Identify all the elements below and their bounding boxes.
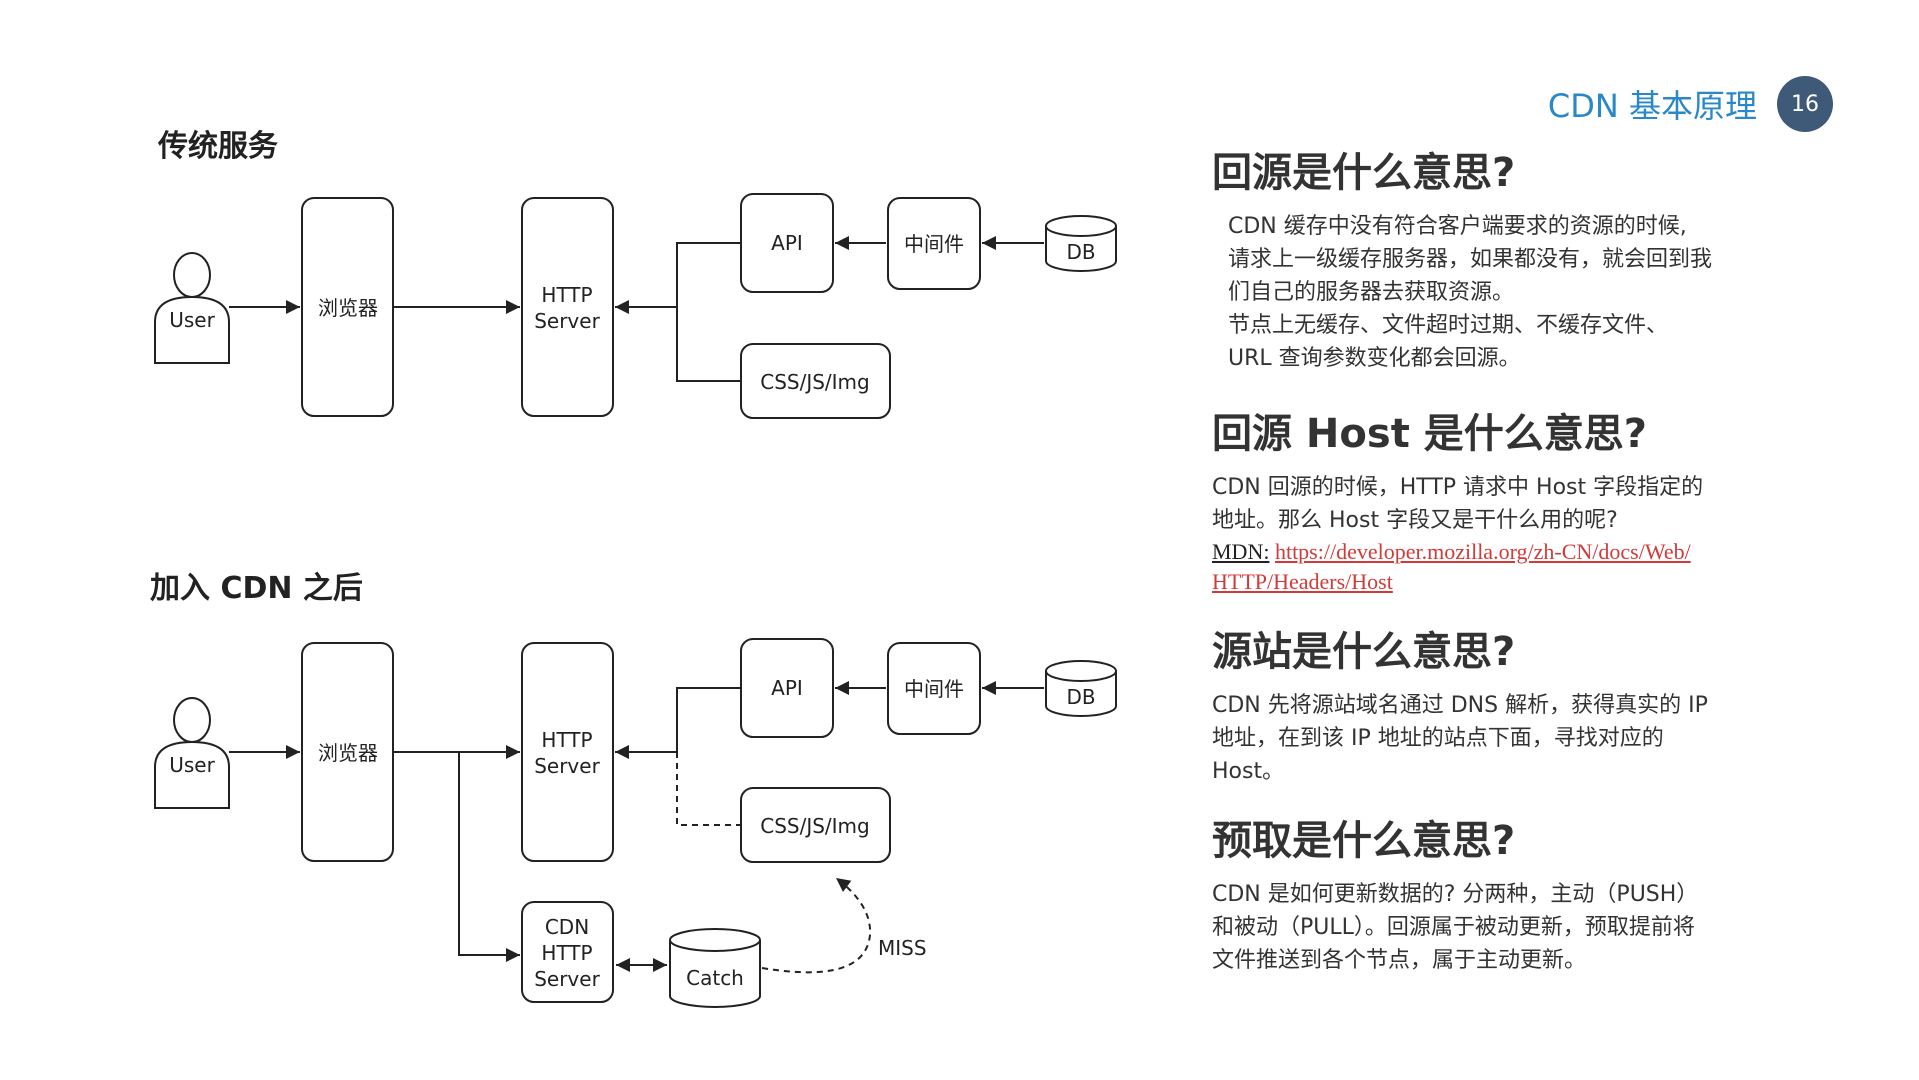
faq-title: 源站是什么意思? bbox=[1212, 629, 1516, 675]
miss-label: MISS bbox=[878, 936, 927, 960]
user-icon bbox=[154, 252, 230, 364]
faq-title: 回源 Host 是什么意思? bbox=[1212, 411, 1647, 457]
browser-label: 浏览器 bbox=[318, 741, 378, 765]
api-label: API bbox=[771, 231, 803, 255]
cdn-http-server-box bbox=[521, 901, 614, 1003]
http-server-box bbox=[521, 197, 614, 417]
db-label: DB bbox=[1066, 240, 1095, 264]
http-server-label-line1: HTTP bbox=[541, 283, 592, 307]
with-cdn-section: 加入 CDN 之后 User 浏览器 HTTP Server API 中间件 D… bbox=[150, 571, 1117, 1008]
page-number-badge: 16 bbox=[1777, 76, 1833, 132]
faq-line: CDN 是如何更新数据的? 分两种，主动（PUSH） bbox=[1212, 882, 1699, 907]
api-bracket bbox=[676, 687, 741, 752]
api-label: API bbox=[771, 676, 803, 700]
faq-line: URL 查询参数变化都会回源。 bbox=[1228, 346, 1521, 371]
faq-title: 预取是什么意思? bbox=[1212, 818, 1516, 864]
faq-body: CDN 先将源站域名通过 DNS 解析，获得真实的 IP 地址，在到该 IP 地… bbox=[1212, 689, 1812, 788]
static-assets-label: CSS/JS/Img bbox=[760, 814, 870, 838]
faq-line: 节点上无缓存、文件超时过期、不缓存文件、 bbox=[1228, 313, 1669, 338]
user-label: User bbox=[169, 308, 215, 332]
faq-section-2: 回源 Host 是什么意思? CDN 回源的时候，HTTP 请求中 Host 字… bbox=[1212, 411, 1812, 597]
browser-to-cdn-arrow bbox=[458, 752, 520, 962]
middleware-label: 中间件 bbox=[904, 677, 964, 701]
faq-line: 地址，在到该 IP 地址的站点下面，寻找对应的 bbox=[1212, 726, 1664, 751]
mdn-label: MDN: bbox=[1212, 539, 1270, 564]
section-title-with-cdn: 加入 CDN 之后 bbox=[150, 571, 363, 606]
faq-line: CDN 缓存中没有符合客户端要求的资源的时候, bbox=[1228, 214, 1687, 239]
faq-line: CDN 回源的时候，HTTP 请求中 Host 字段指定的 bbox=[1212, 475, 1704, 500]
db-cylinder bbox=[1045, 660, 1117, 717]
faq-body: CDN 缓存中没有符合客户端要求的资源的时候, 请求上一级缓存服务器，如果都没有… bbox=[1212, 210, 1812, 375]
middleware-label: 中间件 bbox=[904, 232, 964, 256]
mdn-link-line1[interactable]: https://developer.mozilla.org/zh-CN/docs… bbox=[1274, 539, 1691, 564]
middleware-box bbox=[887, 642, 981, 735]
faq-title: 回源是什么意思? bbox=[1212, 150, 1516, 196]
cache-label: Catch bbox=[686, 966, 744, 990]
http-server-label-line1: HTTP bbox=[541, 728, 592, 752]
mdn-link-line2[interactable]: HTTP/Headers/Host bbox=[1212, 569, 1393, 594]
faq-line: 地址。那么 Host 字段又是干什么用的呢? bbox=[1212, 508, 1618, 533]
browser-label: 浏览器 bbox=[318, 296, 378, 320]
faq-line: Host。 bbox=[1212, 759, 1285, 784]
faq-line: 们自己的服务器去获取资源。 bbox=[1228, 280, 1515, 305]
slide-header: CDN 基本原理 16 bbox=[1548, 75, 1833, 133]
user-icon bbox=[154, 697, 230, 809]
traditional-section: 传统服务 User 浏览器 HTTP Server API 中间件 DB CSS… bbox=[154, 129, 1117, 419]
cdn-server-label-line3: Server bbox=[534, 967, 600, 991]
slide-title: CDN 基本原理 bbox=[1547, 87, 1757, 125]
cdn-server-label-line2: HTTP bbox=[541, 941, 592, 965]
miss-dashed-arrow bbox=[761, 877, 872, 974]
faq-line: 请求上一级缓存服务器，如果都没有，就会回到我 bbox=[1228, 247, 1713, 272]
api-static-bracket bbox=[676, 242, 741, 382]
middleware-box bbox=[887, 197, 981, 290]
db-cylinder bbox=[1045, 215, 1117, 272]
db-label: DB bbox=[1066, 685, 1095, 709]
faq-line: 文件推送到各个节点，属于主动更新。 bbox=[1212, 948, 1587, 973]
mdn-reference: MDN: https://developer.mozilla.org/zh-CN… bbox=[1212, 537, 1812, 597]
faq-body: CDN 回源的时候，HTTP 请求中 Host 字段指定的 地址。那么 Host… bbox=[1212, 471, 1812, 597]
faq-section-1: 回源是什么意思? CDN 缓存中没有符合客户端要求的资源的时候, 请求上一级缓存… bbox=[1212, 150, 1812, 375]
cdn-server-label-line1: CDN bbox=[545, 915, 589, 939]
static-dashed-bracket bbox=[676, 752, 741, 826]
faq-section-3: 源站是什么意思? CDN 先将源站域名通过 DNS 解析，获得真实的 IP 地址… bbox=[1212, 629, 1812, 788]
http-server-box bbox=[521, 642, 614, 862]
faq-section-4: 预取是什么意思? CDN 是如何更新数据的? 分两种，主动（PUSH） 和被动（… bbox=[1212, 818, 1812, 977]
static-assets-label: CSS/JS/Img bbox=[760, 370, 870, 394]
faq-panel: 回源是什么意思? CDN 缓存中没有符合客户端要求的资源的时候, 请求上一级缓存… bbox=[1212, 150, 1812, 977]
cache-cylinder bbox=[669, 928, 761, 1008]
faq-line: 和被动（PULL）。回源属于被动更新，预取提前将 bbox=[1212, 915, 1695, 940]
user-label: User bbox=[169, 753, 215, 777]
http-server-label-line2: Server bbox=[534, 754, 600, 778]
cdn-architecture-diagram: 传统服务 User 浏览器 HTTP Server API 中间件 DB CSS… bbox=[150, 129, 1117, 1008]
faq-body: CDN 是如何更新数据的? 分两种，主动（PUSH） 和被动（PULL）。回源属… bbox=[1212, 878, 1812, 977]
section-title-traditional: 传统服务 bbox=[157, 129, 278, 164]
faq-line: CDN 先将源站域名通过 DNS 解析，获得真实的 IP bbox=[1212, 693, 1708, 718]
http-server-label-line2: Server bbox=[534, 309, 600, 333]
